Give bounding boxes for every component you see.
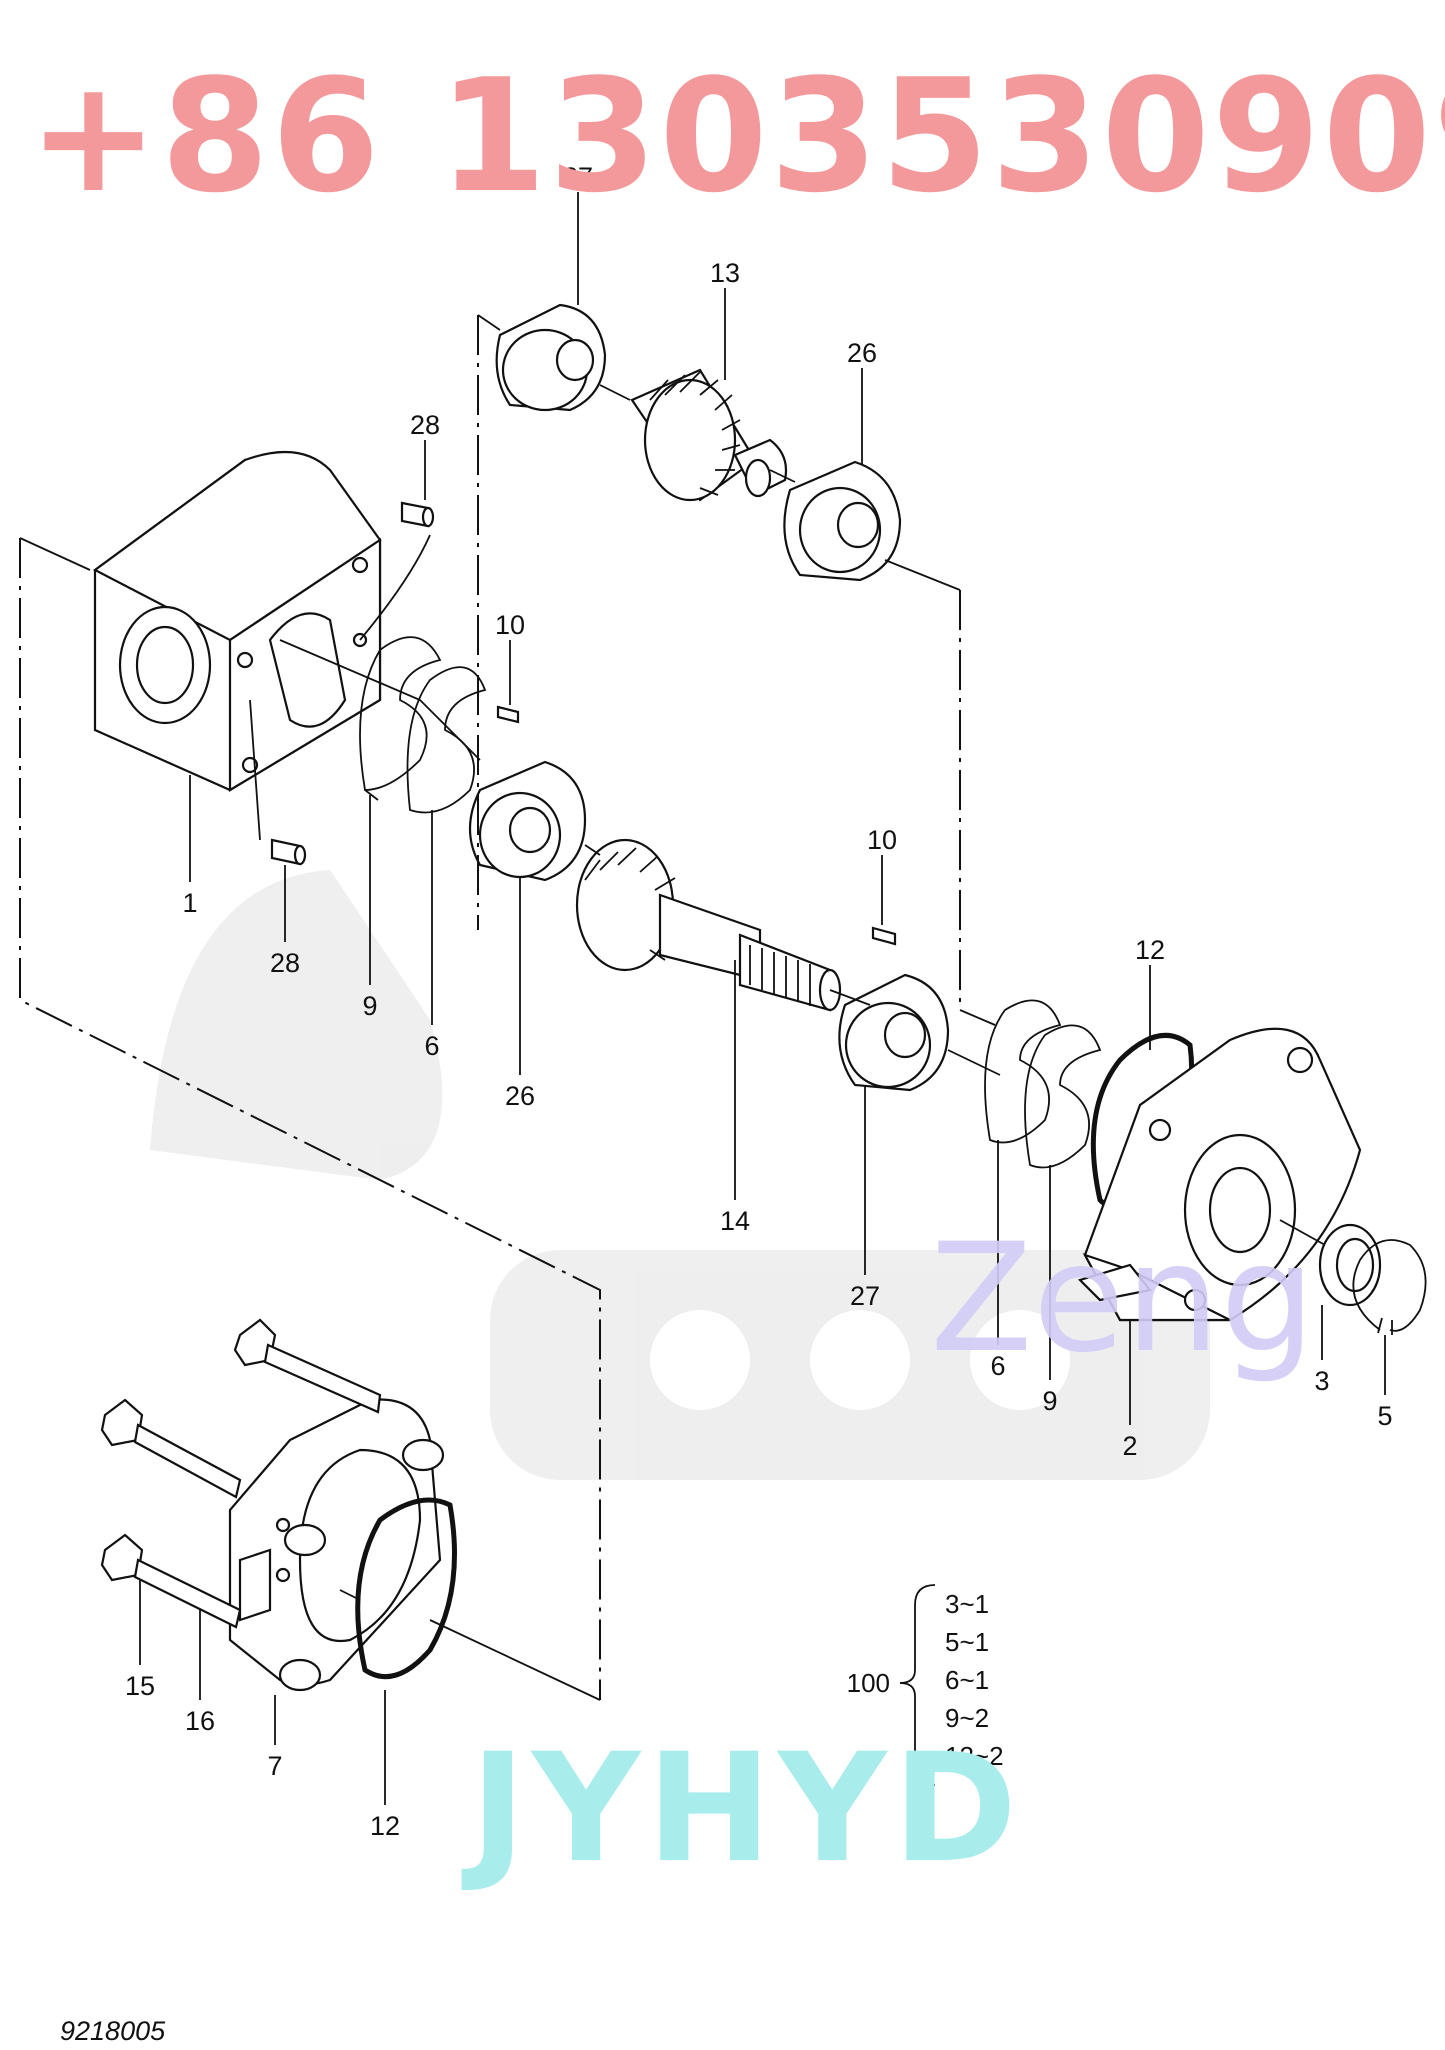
callout-16: 16 (185, 1706, 215, 1736)
driven-gear-13 (630, 368, 788, 502)
callout-5: 5 (1377, 1401, 1392, 1431)
kit-item-4: 9~2 (945, 1703, 989, 1733)
seal-ring-right (984, 999, 1062, 1144)
callout-12-right: 12 (1135, 935, 1165, 965)
bearing-block-26-right (783, 460, 902, 582)
callout-26-bottom: 26 (505, 1081, 535, 1111)
kit-item-5: 12~2 (945, 1741, 1004, 1771)
snap-ring-5 (1352, 1239, 1427, 1335)
callout-2: 2 (1122, 1431, 1137, 1461)
callout-28-bottom: 28 (270, 948, 300, 978)
callout-27-top: 27 (563, 162, 593, 192)
callout-labels: 27 13 26 28 10 1 28 9 6 26 10 14 27 12 6… (125, 162, 1393, 1841)
callout-9-right: 9 (1042, 1386, 1057, 1416)
bolt-middle (100, 1398, 242, 1499)
bearing-block-26-left (468, 760, 587, 882)
key-upper (496, 705, 520, 724)
callout-6-right: 6 (990, 1351, 1005, 1381)
bearing-block-27-lower (838, 973, 950, 1092)
kit-brace (899, 1584, 936, 1786)
key-lower (871, 926, 897, 946)
callout-14: 14 (720, 1206, 750, 1236)
o-ring-12-lower (355, 1497, 457, 1680)
callout-12-bottom: 12 (370, 1811, 400, 1841)
backup-ring-left (359, 636, 442, 801)
callout-13: 13 (710, 258, 740, 288)
callout-9-left: 9 (362, 991, 377, 1021)
mounting-flange-2 (1077, 1027, 1362, 1322)
stud-bolt-upper-right (401, 1438, 445, 1472)
zeng-watermark: Zeng (930, 1212, 1315, 1386)
callout-3: 3 (1314, 1366, 1329, 1396)
kit-item-1: 3~1 (945, 1589, 989, 1619)
stud-bolt-mid (283, 1523, 327, 1557)
pump-body (92, 450, 382, 792)
callout-27-bottom: 27 (850, 1281, 880, 1311)
callout-10-top: 10 (495, 610, 525, 640)
seal-ring-left (406, 666, 487, 814)
callout-15: 15 (125, 1671, 155, 1701)
callout-10-bottom: 10 (867, 825, 897, 855)
drive-gear-shaft-14 (575, 838, 842, 1012)
drawing-number: 9218005 (60, 2016, 166, 2046)
repair-kit-group: 100 3~1 5~1 6~1 9~2 12~2 (847, 1584, 1004, 1786)
bolt-upper (233, 1318, 382, 1414)
bolt-lower (100, 1533, 242, 1629)
dowel-pin-upper (400, 501, 435, 528)
bearing-block-27-top (495, 303, 607, 412)
callout-26-top: 26 (847, 338, 877, 368)
kit-number: 100 (847, 1668, 890, 1698)
dowel-pin-lower (270, 838, 307, 866)
stud-bolt-lower (278, 1658, 322, 1692)
brand-watermark: JYHYD (461, 1722, 1023, 1896)
kit-item-3: 6~1 (945, 1665, 989, 1695)
callout-1: 1 (182, 888, 197, 918)
leader-lines (139, 192, 1386, 1805)
callout-28-top: 28 (410, 410, 440, 440)
callout-7: 7 (267, 1751, 282, 1781)
oil-seal-3 (1318, 1223, 1382, 1307)
phone-number-watermark: +86 13035309093 (28, 45, 1445, 227)
rear-cover-7 (228, 1398, 442, 1687)
kit-item-2: 5~1 (945, 1627, 989, 1657)
callout-6-left: 6 (424, 1031, 439, 1061)
backup-ring-right (1024, 1024, 1102, 1169)
assembly-lines (19, 314, 1326, 1701)
